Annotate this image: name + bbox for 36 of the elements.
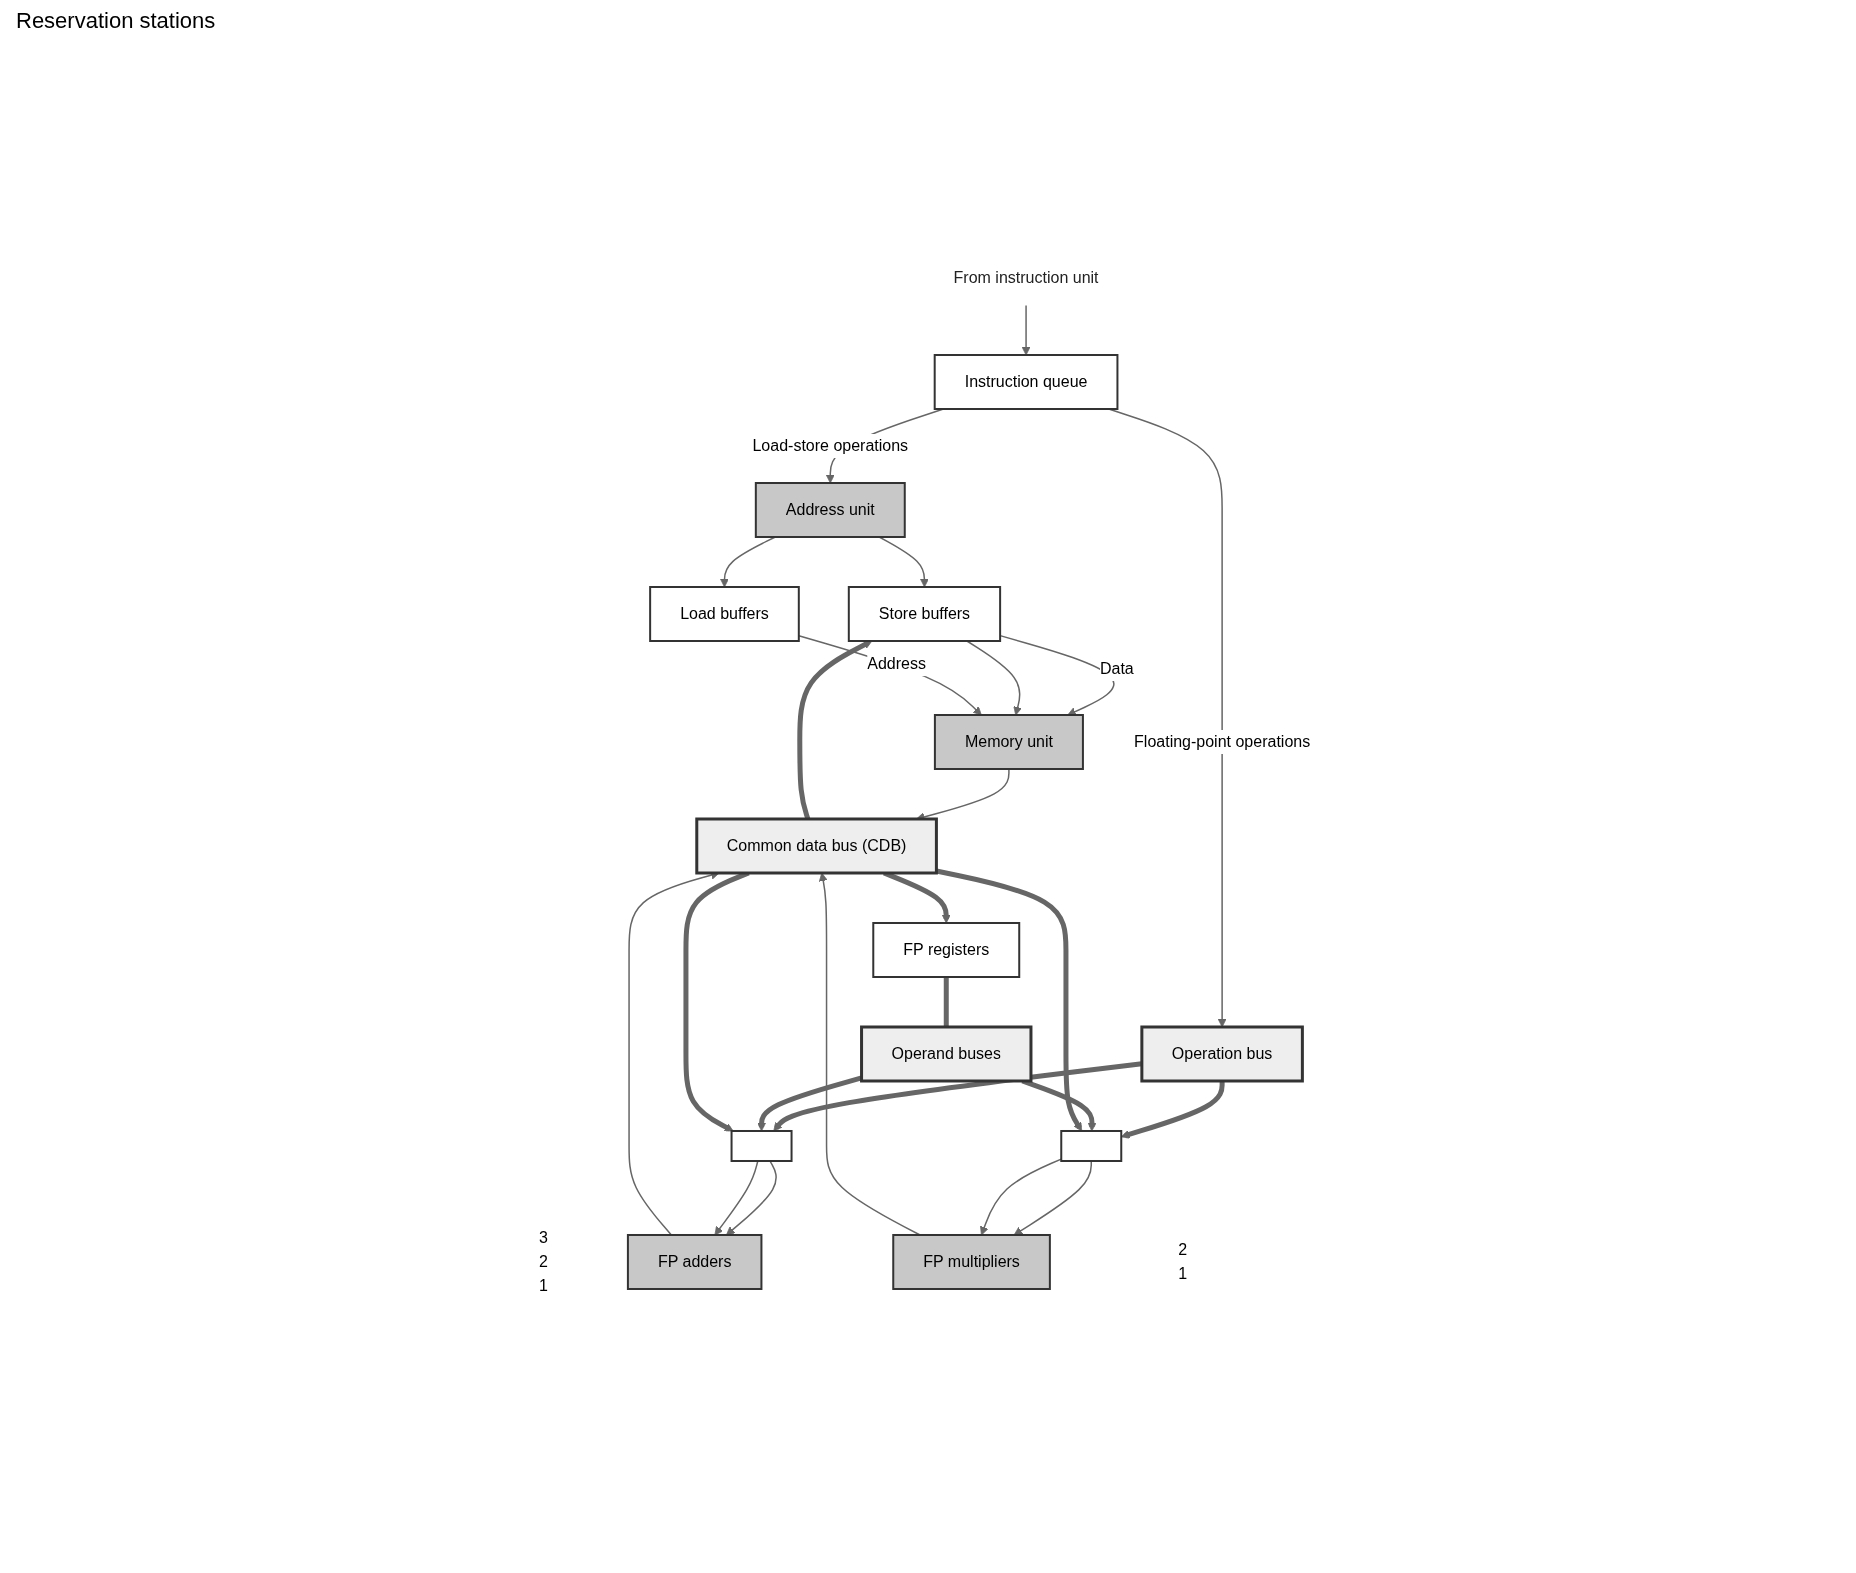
node-label: 3 [539, 1228, 549, 1246]
arrow [757, 1075, 863, 1132]
node-box [1060, 1130, 1123, 1162]
node-box: Instruction queue [934, 354, 1119, 410]
edge-label: Floating-point operations [1134, 733, 1311, 750]
node-label: 2 [1178, 1240, 1188, 1258]
node-box [730, 1130, 793, 1162]
node-box: Memory unit [934, 714, 1085, 770]
node-box: Operand buses [860, 1025, 1033, 1083]
edge-label: Data [1100, 660, 1135, 677]
arrow [726, 1160, 778, 1236]
node-box: FP registers [872, 922, 1021, 978]
node-text: From instruction unit [954, 269, 1099, 287]
arrow [797, 640, 873, 820]
node-box: Address unit [755, 482, 907, 538]
arrow [773, 1061, 1143, 1132]
arrow [714, 1160, 759, 1236]
node-box: FP multipliers [892, 1234, 1052, 1290]
note-text: Reservation stations [16, 8, 216, 33]
node-box: FP adders [627, 1234, 763, 1290]
node-label: 1 [1178, 1264, 1188, 1282]
edge-label: Load-store operations [752, 437, 909, 454]
arrow [1014, 1160, 1093, 1236]
node-box: Common data bus (CDB) [695, 817, 939, 875]
node-box: Store buffers [848, 586, 1002, 642]
node-label: 1 [539, 1276, 549, 1294]
node-label: 2 [539, 1252, 549, 1270]
edge-label: Address [867, 655, 927, 673]
node-box: Load buffers [649, 586, 801, 642]
arrow [878, 536, 930, 588]
arrow [1121, 1081, 1225, 1139]
node-box: Operation bus [1140, 1025, 1305, 1083]
arrow [936, 868, 1083, 1132]
connector [944, 977, 950, 1027]
arrow [966, 640, 1023, 716]
arrow [1022, 304, 1031, 356]
